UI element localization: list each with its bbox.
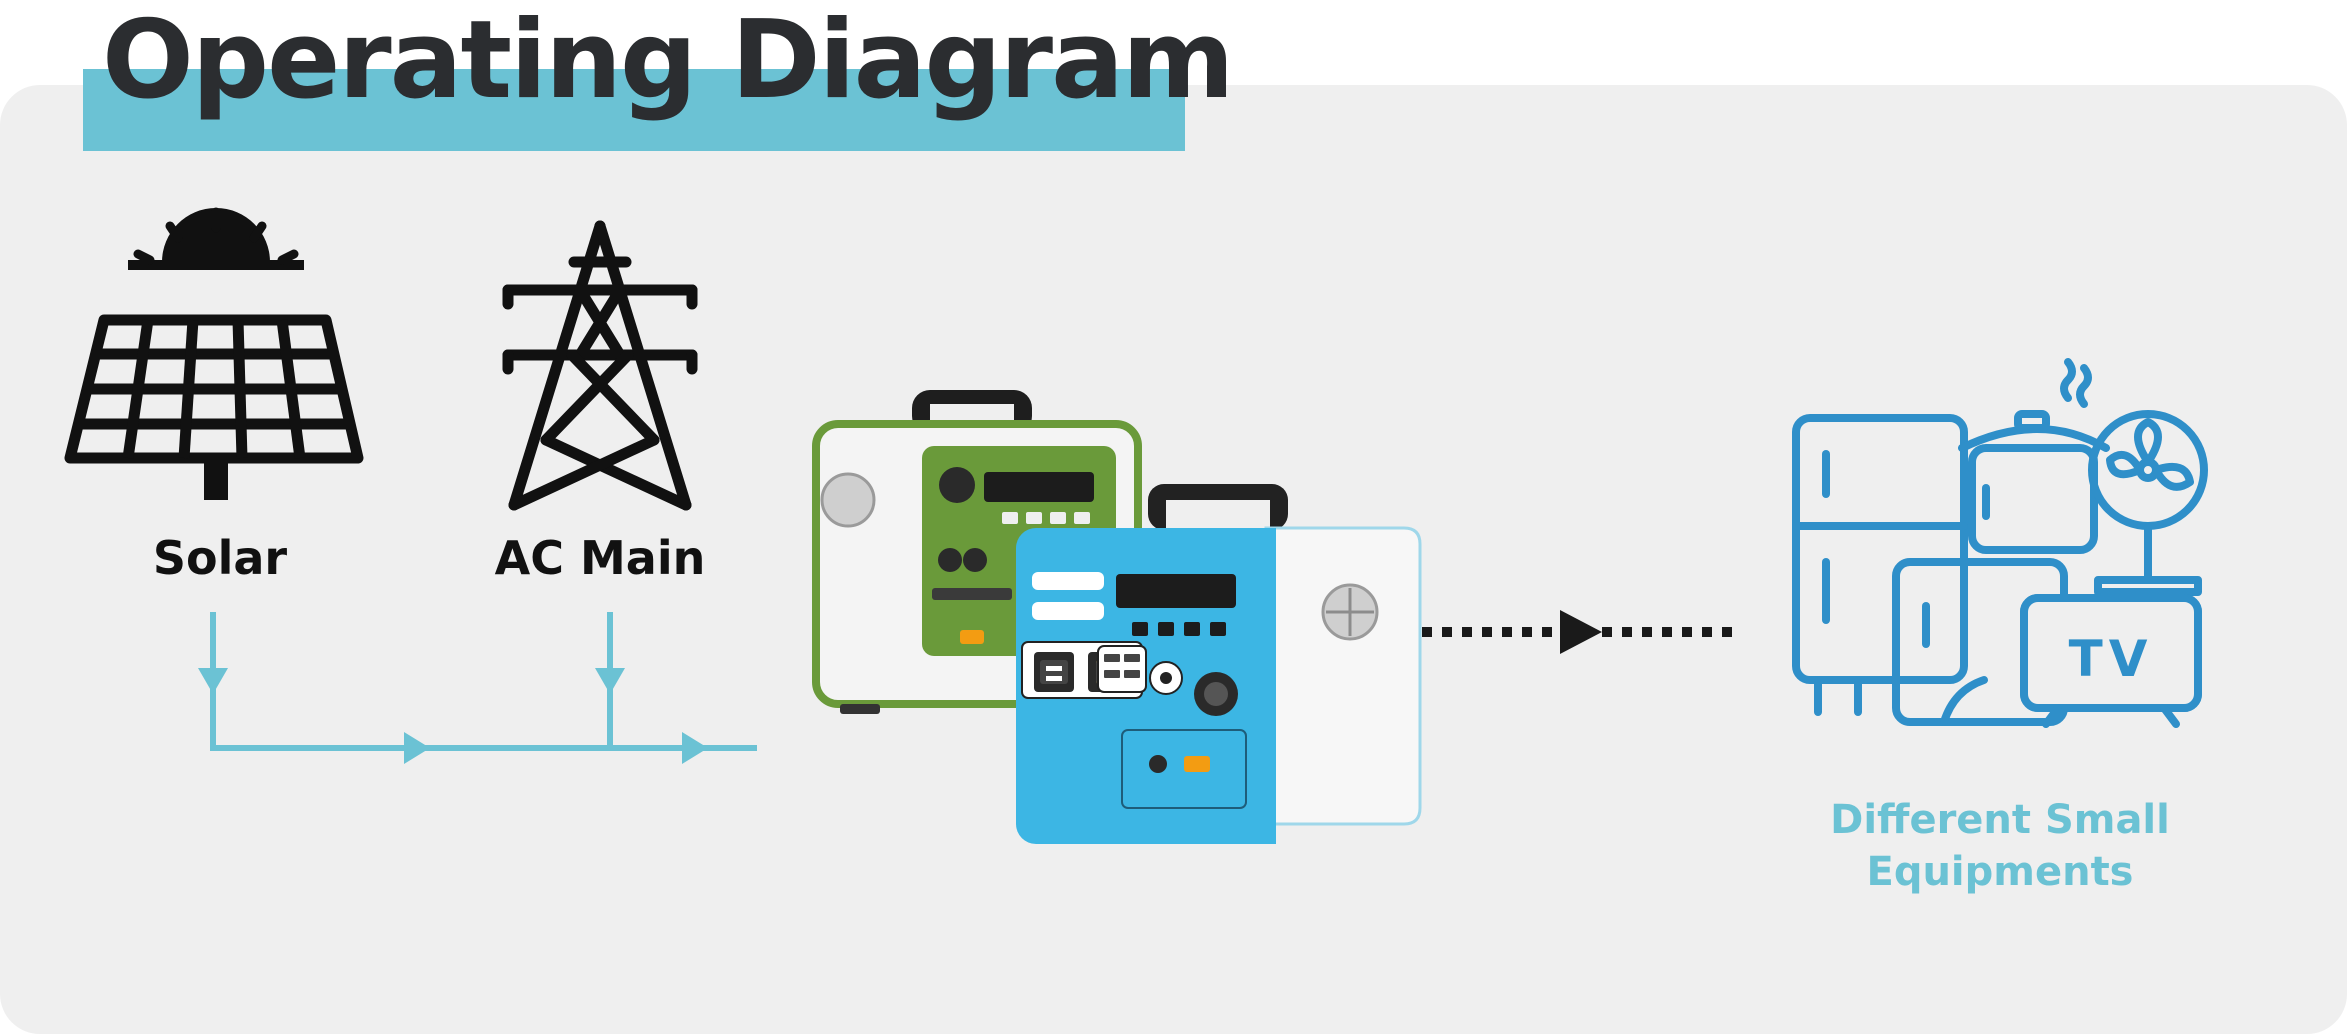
- equipments-label: Different Small Equipments: [1830, 797, 2170, 895]
- page-title: Operating Diagram: [102, 0, 1234, 123]
- tv-text: TV: [2069, 630, 2154, 688]
- flow-arrow-icon: [1560, 610, 1602, 654]
- ac-main-label: AC Main: [494, 531, 706, 585]
- solar-panel-icon: [64, 207, 364, 500]
- household-appliances-icon: [1792, 358, 2208, 728]
- output-arrow: [1422, 610, 1738, 654]
- power-station-blue: [1016, 484, 1422, 844]
- title-highlight-bar: [83, 69, 1185, 151]
- flow-arrow-icon: [198, 668, 708, 764]
- solar-label: Solar: [152, 531, 288, 585]
- power-tower-icon: [502, 220, 698, 511]
- input-connection-lines: [198, 612, 757, 764]
